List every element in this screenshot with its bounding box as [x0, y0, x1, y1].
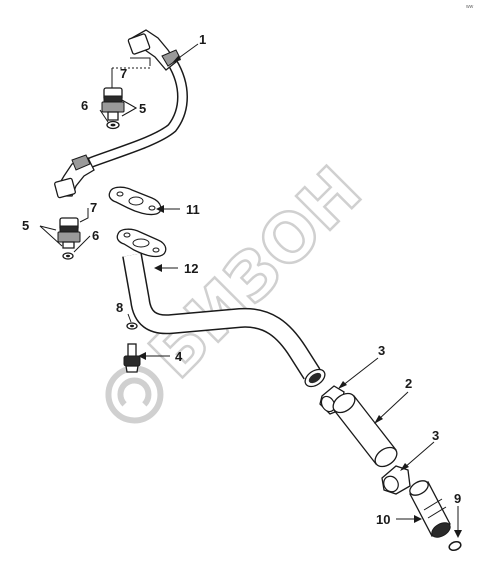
callout-11: 11 [186, 202, 200, 217]
callout-3-upper: 3 [378, 343, 385, 358]
oil-supply-hose [54, 29, 188, 199]
watermark-text: БИЗОН [135, 152, 376, 393]
callout-2: 2 [405, 376, 412, 391]
callout-1: 1 [199, 32, 206, 47]
leader-lines [39, 43, 462, 538]
callout-5-lower: 5 [22, 218, 29, 233]
callout-3-lower: 3 [432, 428, 439, 443]
callout-labels: 1 7 6 5 11 7 5 6 12 8 4 3 2 3 10 9 [22, 32, 461, 527]
flange-gasket [108, 186, 162, 216]
corner-mark: ww [466, 4, 474, 10]
oil-drain-tube [116, 228, 326, 388]
hose-sleeve [332, 392, 398, 468]
callout-10: 10 [376, 512, 390, 527]
callout-8: 8 [116, 300, 123, 315]
drain-tube-connector [123, 343, 141, 373]
callout-6-lower: 6 [92, 228, 99, 243]
o-ring [448, 540, 462, 552]
callout-7-lower: 7 [90, 200, 97, 215]
lower-fitting-group [57, 217, 81, 260]
drain-tube-adapter [409, 480, 451, 538]
callout-9: 9 [454, 491, 461, 506]
callout-7-upper: 7 [120, 66, 127, 81]
callout-6-upper: 6 [81, 98, 88, 113]
callout-4: 4 [175, 349, 183, 364]
upper-fitting-group [101, 87, 125, 130]
hose-clamp-lower [381, 465, 411, 495]
callout-12: 12 [184, 261, 198, 276]
callout-5-upper: 5 [139, 101, 146, 116]
gasket-small [126, 322, 138, 330]
